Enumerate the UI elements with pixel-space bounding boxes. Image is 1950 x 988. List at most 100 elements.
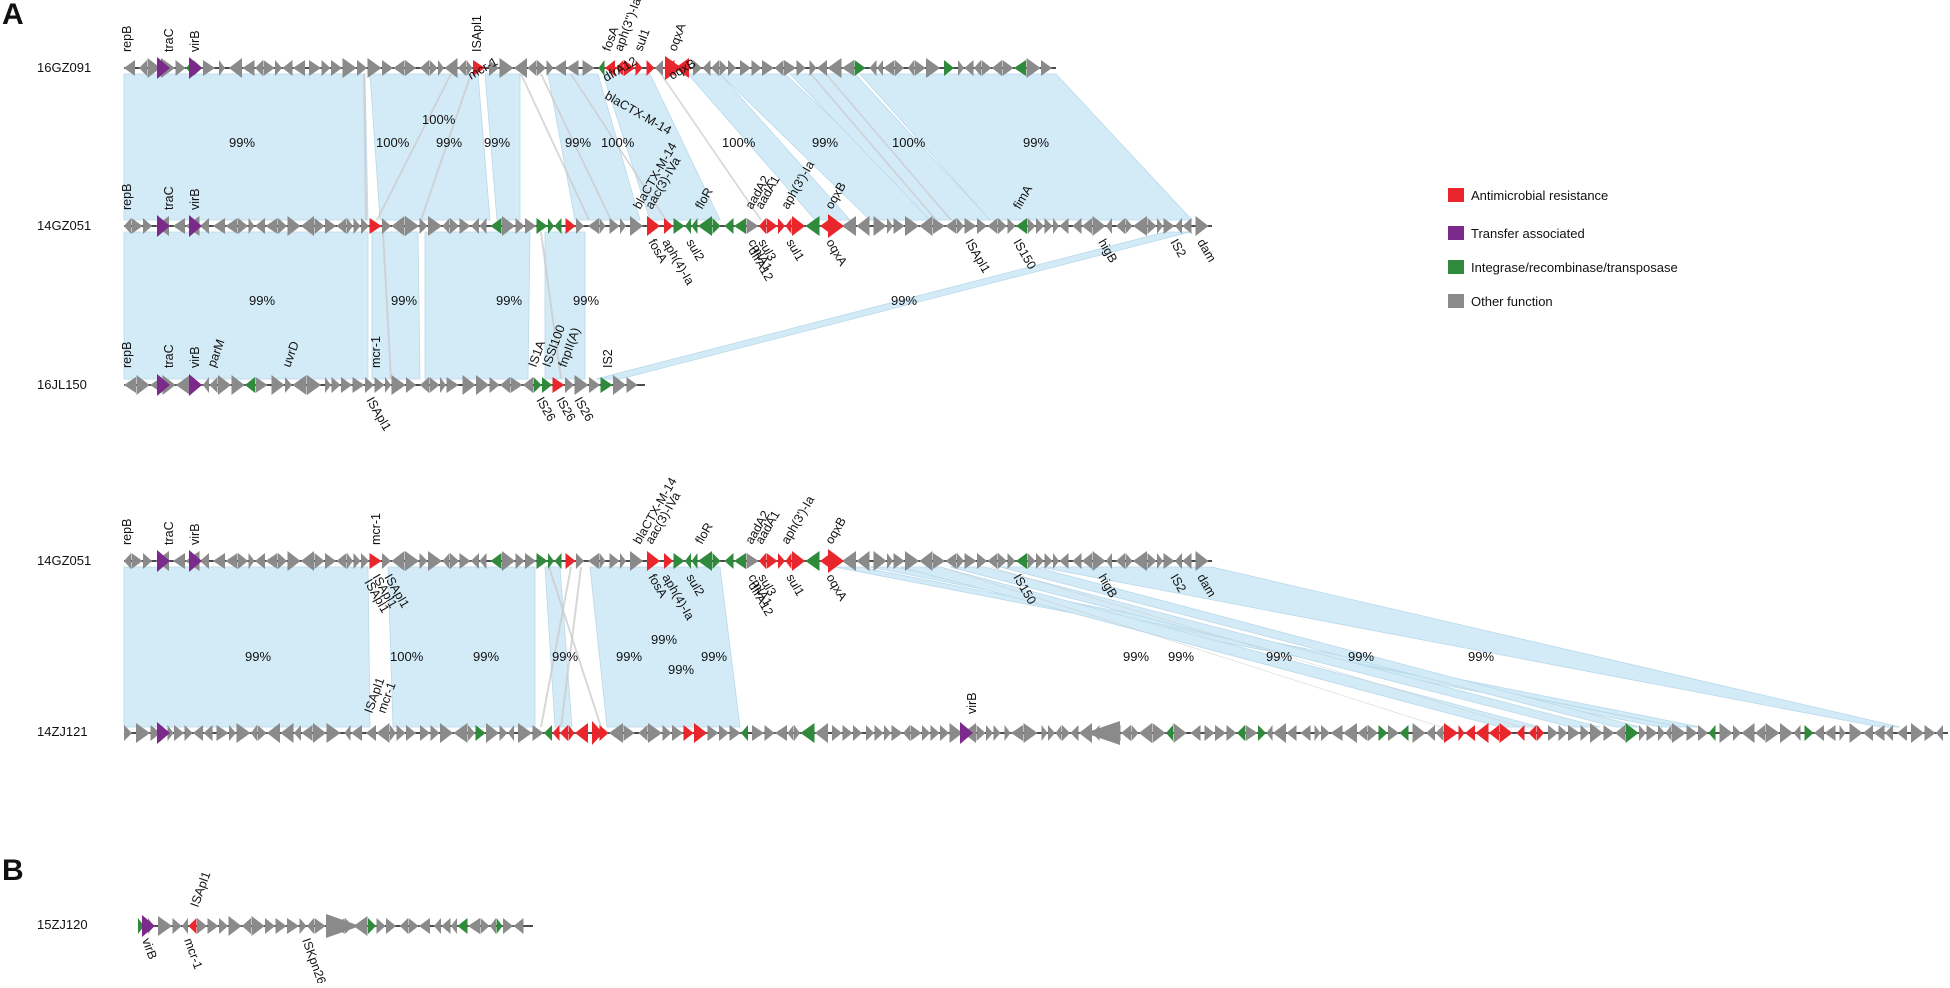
gene-arrow: [1568, 725, 1580, 741]
gene-arrow: [1027, 218, 1036, 234]
gene-arrow: [1082, 218, 1092, 234]
identity-label: 99%: [436, 135, 462, 150]
gene-arrow: [1011, 725, 1023, 741]
similarity-band: [859, 73, 1193, 221]
gene-arrow: [450, 553, 459, 569]
gene-arrow: [724, 218, 734, 234]
gene-arrow: [998, 218, 1007, 234]
gene-arrow: [294, 725, 301, 741]
gene-arrow: [139, 60, 147, 76]
gene-arrow: [1936, 725, 1943, 741]
gene-arrow: [441, 918, 451, 934]
similarity-sliver: [570, 74, 667, 220]
gene-arrow: [1378, 725, 1388, 741]
gene-arrow: [1755, 725, 1765, 741]
gene-arrow: [1426, 725, 1435, 741]
gene-arrow: [1023, 723, 1038, 743]
gene-arrow: [800, 723, 815, 743]
gene-arrow: [1072, 553, 1082, 569]
gene-arrow: [385, 377, 391, 393]
gene-arrow: [391, 551, 405, 571]
similarity-sliver: [540, 567, 572, 727]
gene-arrow: [468, 725, 475, 741]
gene-arrow: [759, 218, 766, 234]
gene-arrow: [136, 723, 150, 743]
gene-label: IS2: [1167, 237, 1189, 260]
gene-arrow: [1041, 725, 1048, 741]
gene-arrow: [131, 218, 143, 234]
gene-arrow: [440, 723, 453, 743]
gene-arrow: [576, 553, 584, 569]
similarity-sliver: [376, 74, 452, 220]
gene-arrow: [1458, 725, 1465, 741]
gene-arrow: [172, 918, 182, 934]
gene-arrow: [588, 553, 599, 569]
similarity-sliver: [810, 74, 937, 220]
gene-arrow: [453, 723, 468, 743]
similarity-band: [899, 566, 1541, 728]
gene-arrow: [987, 553, 998, 569]
gene-arrow: [1041, 60, 1052, 76]
identity-label: 99%: [1168, 649, 1194, 664]
identity-label: 100%: [376, 135, 410, 150]
gene-label: repB: [120, 184, 134, 210]
gene-arrow: [1002, 60, 1014, 76]
gene-arrow: [309, 60, 321, 76]
gene-label: virB: [188, 523, 202, 545]
gene-arrow: [508, 725, 514, 741]
plasmid-track-15ZJ120: [138, 914, 533, 938]
gene-arrow: [513, 918, 524, 934]
gene-arrow: [566, 60, 579, 76]
plasmid-track-16GZ091: [124, 56, 1056, 80]
gene-arrow: [805, 216, 820, 236]
gene-arrow: [326, 914, 360, 938]
gene-arrow: [778, 218, 785, 234]
gene-arrow: [1719, 723, 1733, 743]
gene-arrow: [475, 725, 486, 741]
gene-arrow: [712, 553, 721, 569]
legend-label-integrase: Integrase/recombinase/transposase: [1471, 260, 1678, 275]
gene-arrow: [1226, 725, 1237, 741]
similarity-band: [1039, 566, 1901, 728]
gene-arrow: [1106, 218, 1112, 234]
track-name-14GZ051-b: 14GZ051: [37, 553, 91, 568]
similarity-sliver: [660, 74, 762, 220]
gene-label: ISApl1: [470, 15, 484, 52]
gene-arrow: [976, 725, 986, 741]
gene-arrow: [724, 553, 734, 569]
identity-label: 100%: [422, 112, 456, 127]
gene-label: sul1: [783, 237, 807, 264]
gene-arrow: [523, 377, 533, 393]
gene-arrow: [514, 58, 527, 78]
gene-arrow: [200, 218, 209, 234]
legend-label-resistance: Antimicrobial resistance: [1471, 188, 1608, 203]
gene-arrow: [764, 725, 775, 741]
gene-arrow: [1139, 723, 1152, 743]
gene-arrow: [1016, 553, 1027, 569]
gene-arrow: [1092, 216, 1106, 236]
gene-label: ISKpn26: [299, 936, 329, 983]
gene-arrow: [960, 722, 973, 744]
identity-label: 99%: [1468, 649, 1494, 664]
gene-arrow: [1092, 551, 1106, 571]
gene-label: virB: [188, 188, 202, 210]
gene-label: ISApl1: [363, 395, 394, 434]
gene-arrow: [957, 218, 964, 234]
gene-arrow: [248, 218, 255, 234]
gene-arrow: [599, 725, 609, 741]
gene-arrow: [314, 553, 325, 569]
gene-arrow: [405, 216, 419, 236]
gene-arrow: [598, 60, 605, 76]
gene-arrow: [229, 58, 242, 78]
gene-arrow: [382, 60, 393, 76]
gene-arrow: [599, 553, 606, 569]
gene-arrow: [1016, 218, 1027, 234]
gene-arrow: [245, 377, 255, 393]
gene-arrow: [430, 725, 440, 741]
gene-arrow: [600, 377, 613, 393]
gene-arrow: [242, 60, 255, 76]
gene-arrow: [1330, 725, 1343, 741]
gene-arrow: [347, 218, 353, 234]
gene-arrow: [396, 725, 406, 741]
gene-arrow: [158, 916, 172, 936]
